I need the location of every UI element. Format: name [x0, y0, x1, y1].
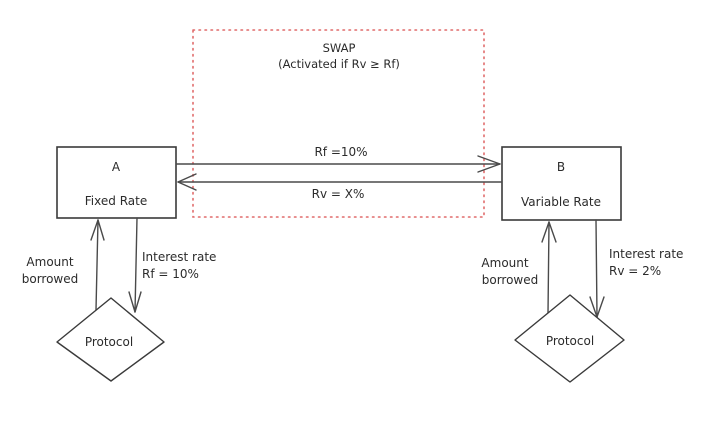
edge-right-interest-line: [595, 219, 598, 318]
node-b[interactable]: B Variable Rate: [501, 146, 622, 221]
right-interest-line2: Rv = 2%: [609, 264, 661, 278]
protocol-right-label: Protocol: [546, 334, 594, 348]
arrowhead-up-icon: [541, 221, 557, 243]
edge-right-interest: Interest rate Rv = 2%: [589, 219, 683, 318]
arrowhead-up-icon: [90, 219, 105, 241]
edge-left-interest-line: [134, 217, 138, 313]
protocol-right-diamond: [514, 294, 625, 383]
right-borrowed-line1: Amount: [481, 256, 528, 270]
node-a-type: Fixed Rate: [85, 194, 147, 208]
edge-left-borrowed: Amount borrowed: [22, 219, 105, 311]
left-borrowed-line2: borrowed: [22, 272, 79, 286]
protocol-left-diamond: [56, 297, 165, 382]
node-b-id: B: [557, 160, 565, 174]
node-a-id: A: [112, 160, 121, 174]
edge-left-interest: Interest rate Rf = 10%: [128, 217, 216, 313]
protocol-left-label: Protocol: [85, 335, 133, 349]
right-interest-line1: Interest rate: [609, 247, 683, 261]
node-b-type: Variable Rate: [521, 195, 601, 209]
edge-right-borrowed: Amount borrowed: [481, 221, 557, 315]
right-borrowed-line2: borrowed: [482, 273, 539, 287]
edge-b-to-a: Rv = X%: [177, 173, 503, 201]
arrowhead-down-icon: [128, 291, 142, 313]
swap-condition: (Activated if Rv ≥ Rf): [278, 57, 400, 71]
left-interest-line2: Rf = 10%: [142, 267, 199, 281]
node-b-box: [501, 146, 622, 221]
left-interest-line1: Interest rate: [142, 250, 216, 264]
edge-a-to-b: Rf =10%: [175, 145, 501, 173]
swap-title: SWAP: [323, 41, 356, 55]
left-borrowed-line1: Amount: [26, 255, 73, 269]
edge-a-to-b-label: Rf =10%: [314, 145, 367, 159]
edge-left-borrowed-line: [95, 219, 99, 311]
protocol-left[interactable]: Protocol: [56, 297, 165, 382]
node-a[interactable]: A Fixed Rate: [56, 146, 177, 219]
edge-right-borrowed-line: [547, 221, 550, 315]
arrowhead-left-icon: [177, 173, 197, 191]
protocol-right[interactable]: Protocol: [514, 294, 625, 383]
swap-region: [192, 29, 485, 218]
arrowhead-right-icon: [477, 155, 501, 173]
node-a-box: [56, 146, 177, 219]
edge-b-to-a-label: Rv = X%: [312, 187, 365, 201]
